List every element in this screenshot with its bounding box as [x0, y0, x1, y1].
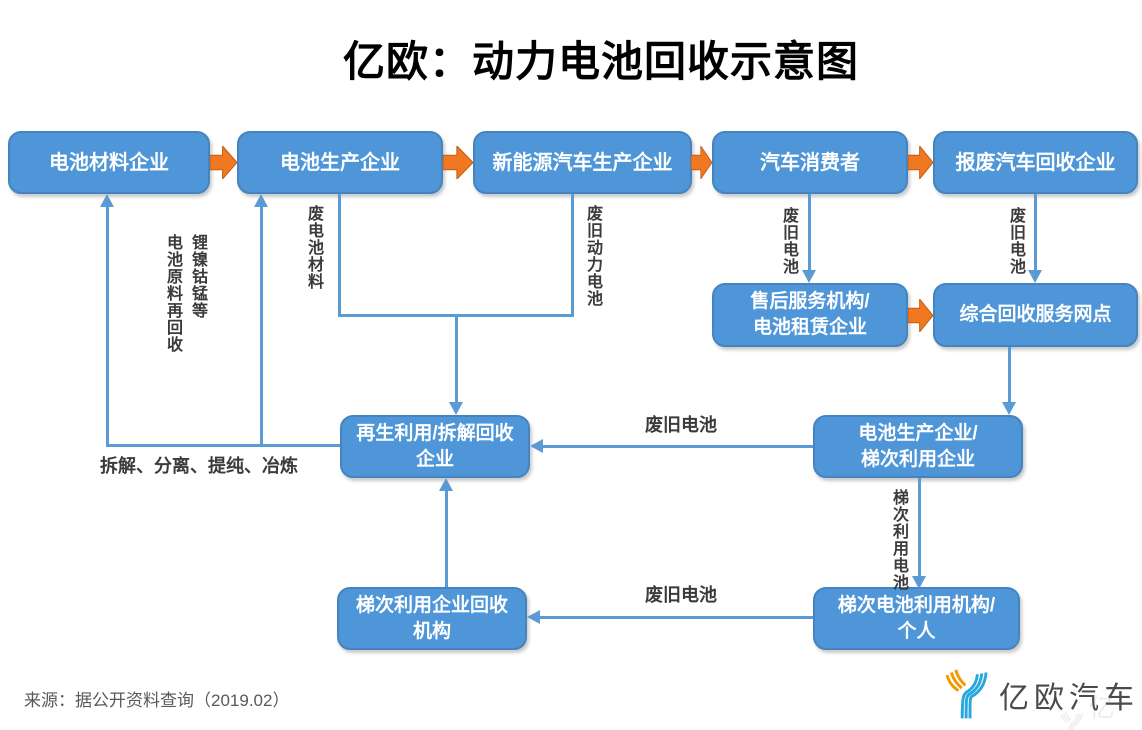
- node-nev-producer: 新能源汽车生产企业: [473, 131, 692, 194]
- node-battery-producer: 电池生产企业: [237, 131, 443, 194]
- arrowhead-up-icon: [100, 194, 114, 207]
- node-regeneration-dismantling: 再生利用/拆解回收 企业: [340, 415, 530, 478]
- node-scrap-car-recycler: 报废汽车回收企业: [933, 131, 1138, 194]
- arrowhead-left-icon: [530, 439, 543, 453]
- connector-line: [338, 194, 341, 317]
- flow-arrow-right-icon: [210, 146, 237, 179]
- node-car-consumer: 汽车消费者: [712, 131, 908, 194]
- arrowhead-up-icon: [439, 478, 453, 491]
- arrowhead-down-icon: [912, 576, 926, 589]
- connector-line: [106, 444, 340, 447]
- connector-line: [918, 478, 921, 577]
- edge-label-recycled-raw-materials: 锂镍钴锰等 电池原料再回收: [164, 234, 206, 353]
- arrowhead-down-icon: [1028, 270, 1042, 283]
- flow-arrow-right-icon: [691, 146, 712, 179]
- brand-logo-text: 亿欧汽车: [999, 682, 1139, 715]
- connector-line: [1034, 194, 1037, 271]
- flow-arrow-right-icon: [908, 146, 933, 179]
- connector-line: [808, 194, 811, 271]
- connector-line: [455, 314, 458, 403]
- node-recycle-service-network: 综合回收服务网点: [933, 283, 1138, 347]
- edge-label-waste-battery: 废旧电池: [645, 585, 717, 605]
- arrowhead-left-icon: [527, 610, 540, 624]
- watermark-text: 亿欧: [1088, 693, 1118, 723]
- node-cascade-company-recycler: 梯次利用企业回收 机构: [337, 587, 527, 650]
- edge-label-waste-battery: 废旧电池: [1007, 207, 1024, 275]
- page-title: 亿欧：动力电池回收示意图: [343, 38, 860, 85]
- edge-label-waste-battery-materials: 废电池材料: [305, 205, 322, 290]
- connector-line: [1008, 347, 1011, 403]
- node-battery-materials-company: 电池材料企业: [8, 131, 210, 194]
- connector-line: [542, 445, 813, 448]
- edge-label-waste-battery: 废旧电池: [780, 207, 797, 275]
- source-note: 来源：据公开资料查询（2019.02）: [24, 691, 290, 710]
- yiou-logo-icon: [945, 669, 988, 719]
- connector-line: [445, 490, 448, 587]
- flow-arrow-right-icon: [443, 146, 473, 179]
- edge-label-cascade-use-battery: 梯次利用电池: [890, 489, 907, 591]
- node-producer-cascade-company: 电池生产企业/ 梯次利用企业: [813, 415, 1023, 478]
- arrowhead-down-icon: [802, 270, 816, 283]
- arrowhead-down-icon: [1002, 402, 1016, 415]
- connector-line: [260, 206, 263, 447]
- yiou-logo-icon: [1060, 711, 1083, 730]
- edge-label-waste-battery: 废旧电池: [645, 415, 717, 435]
- connector-line: [106, 206, 109, 447]
- watermark-logo: 亿欧: [1058, 688, 1142, 730]
- node-after-sales-battery-leasing: 售后服务机构/ 电池租赁企业: [712, 283, 908, 347]
- brand-logo: 亿欧汽车: [941, 668, 1139, 722]
- flow-arrow-right-icon: [908, 299, 933, 332]
- connector-line: [539, 616, 813, 619]
- arrowhead-up-icon: [254, 194, 268, 207]
- edge-label-dismantle-process: 拆解、分离、提纯、冶炼: [100, 456, 298, 476]
- node-cascade-user-individual: 梯次电池利用机构/ 个人: [813, 587, 1020, 650]
- arrowhead-down-icon: [449, 402, 463, 415]
- edge-label-waste-power-battery: 废旧动力电池: [584, 205, 601, 307]
- connector-line: [571, 194, 574, 317]
